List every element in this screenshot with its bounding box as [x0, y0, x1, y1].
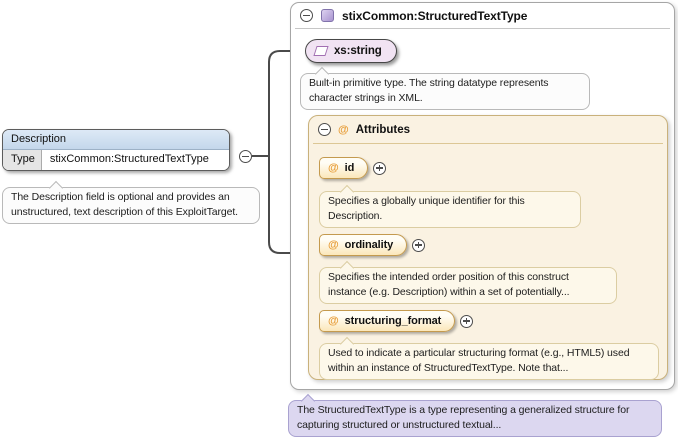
complex-type-icon — [321, 9, 334, 22]
type-panel-header: stixCommon:StructuredTextType — [295, 3, 670, 29]
type-annotation: The StructuredTextType is a type represe… — [288, 400, 662, 437]
attribute-row-ordinality: @ ordinality — [319, 234, 425, 256]
collapse-icon[interactable] — [239, 150, 252, 163]
base-type-label: xs:string — [334, 45, 382, 57]
attribute-name: id — [345, 162, 355, 174]
attributes-header: @ Attributes — [313, 116, 663, 144]
element-annotation: The Description field is optional and pr… — [2, 187, 260, 224]
type-label: Type — [3, 150, 42, 170]
type-panel-title: stixCommon:StructuredTextType — [342, 9, 527, 23]
type-value: stixCommon:StructuredTextType — [42, 150, 209, 170]
expand-icon[interactable] — [460, 315, 473, 328]
attribute-annotation-structuring-format: Used to indicate a particular structurin… — [319, 343, 659, 380]
collapse-icon[interactable] — [300, 9, 313, 22]
attribute-badge-structuring-format[interactable]: @ structuring_format — [319, 310, 455, 332]
simple-type-icon — [313, 46, 328, 56]
attribute-name: structuring_format — [345, 315, 442, 327]
element-title: Description — [3, 130, 229, 150]
attribute-name: ordinality — [345, 239, 394, 251]
attributes-title: Attributes — [356, 124, 410, 136]
expand-icon[interactable] — [412, 239, 425, 252]
at-sign-icon: @ — [328, 315, 339, 327]
attribute-badge-ordinality[interactable]: @ ordinality — [319, 234, 407, 256]
collapse-icon[interactable] — [318, 123, 331, 136]
element-type-row: Type stixCommon:StructuredTextType — [3, 150, 229, 170]
attribute-row-id: @ id — [319, 157, 386, 179]
attribute-badge-id[interactable]: @ id — [319, 157, 368, 179]
attribute-annotation-id: Specifies a globally unique identifier f… — [319, 191, 581, 228]
attributes-panel: @ Attributes @ id Specifies a globally u… — [308, 115, 668, 380]
element-node-description[interactable]: Description Type stixCommon:StructuredTe… — [2, 129, 230, 171]
at-sign-icon: @ — [338, 124, 349, 136]
base-type-annotation: Built-in primitive type. The string data… — [300, 73, 590, 110]
base-type-badge[interactable]: xs:string — [305, 39, 397, 63]
at-sign-icon: @ — [328, 239, 339, 251]
attribute-annotation-ordinality: Specifies the intended order position of… — [319, 267, 617, 304]
expand-icon[interactable] — [373, 162, 386, 175]
attribute-row-structuring-format: @ structuring_format — [319, 310, 473, 332]
at-sign-icon: @ — [328, 162, 339, 174]
